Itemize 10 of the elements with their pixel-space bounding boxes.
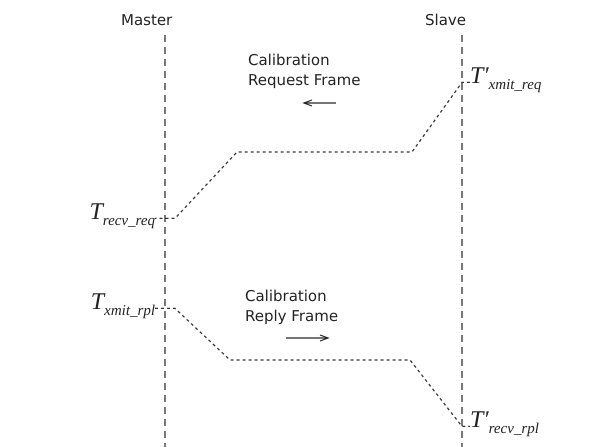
timestamp-label: T$_{xmit_rpl}$	[90, 288, 155, 325]
message-line	[155, 308, 470, 428]
timestamp-label: T$_{recv_req}$	[89, 198, 155, 235]
timestamp-label: T′$_{xmit_req}$	[470, 62, 542, 99]
message-line	[155, 82, 470, 220]
message-label: Calibration Reply Frame	[245, 286, 340, 326]
timestamp-label: T′$_{recv_rpl}$	[470, 406, 539, 443]
lifeline-title: Master	[121, 10, 174, 30]
message-label: Calibration Request Frame	[248, 50, 362, 90]
lifeline-title: Slave	[425, 10, 467, 30]
